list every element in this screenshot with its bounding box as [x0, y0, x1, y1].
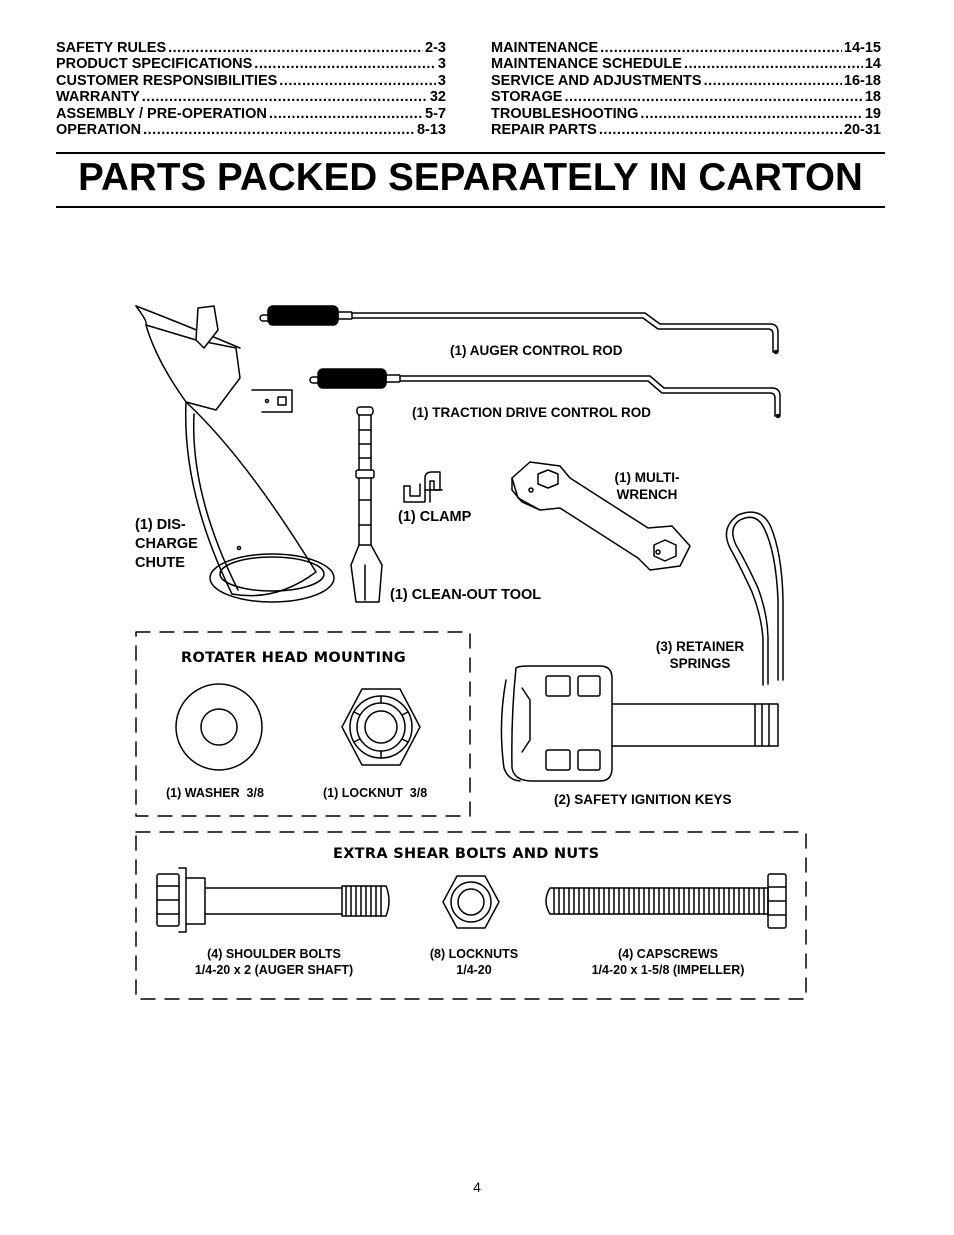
heading-bottom-rule [56, 206, 885, 208]
toc-entry: WARRANTY 32 [56, 89, 446, 105]
toc-title: TROUBLESHOOTING [491, 105, 639, 122]
toc-entry: TROUBLESHOOTING 19 [491, 106, 881, 122]
toc-page: 18 [864, 89, 881, 106]
label-line: CHARGE [135, 536, 198, 552]
toc-entry: CUSTOMER RESPONSIBILITIES 3 [56, 73, 446, 89]
washer-drawing [175, 683, 263, 771]
heading-top-rule [56, 152, 885, 154]
toc-entry: SERVICE AND ADJUSTMENTS 16-18 [491, 73, 881, 89]
rotater-heading: ROTATER HEAD MOUNTING [181, 650, 406, 666]
label-line: SPRINGS [669, 656, 731, 671]
capscrews-label: (4) CAPSCREWS 1/4-20 x 1-5/8 (IMPELLER) [572, 947, 764, 978]
capscrew-drawing [545, 873, 787, 929]
clamp-label: (1) CLAMP [398, 509, 472, 525]
toc-title: REPAIR PARTS [491, 122, 597, 139]
label-line: 1/4-20 x 1-5/8 (IMPELLER) [591, 962, 745, 977]
traction-rod-label: (1) TRACTION DRIVE CONTROL ROD [412, 405, 651, 420]
label-line: (1) MULTI- [614, 470, 680, 485]
auger-rod-label: (1) AUGER CONTROL ROD [450, 343, 623, 358]
multi-wrench-drawing [511, 461, 691, 571]
discharge-chute-label: (1) DIS- CHARGE CHUTE [135, 516, 198, 573]
toc-entry: STORAGE 18 [491, 89, 881, 105]
label-line: (4) SHOULDER BOLTS [207, 947, 341, 961]
toc-entry: OPERATION 8-13 [56, 122, 446, 138]
shear-heading: EXTRA SHEAR BOLTS AND NUTS [333, 846, 600, 862]
locknut-small-drawing [442, 875, 500, 929]
page-heading: PARTS PACKED SEPARATELY IN CARTON [78, 156, 863, 199]
toc-title: PRODUCT SPECIFICATIONS [56, 56, 253, 73]
rotater-mounting-box [135, 631, 471, 817]
toc-entry: ASSEMBLY / PRE-OPERATION 5-7 [56, 106, 446, 122]
toc-title: MAINTENANCE [491, 40, 599, 56]
multi-wrench-label: (1) MULTI- WRENCH [598, 469, 696, 503]
toc-entry: PRODUCT SPECIFICATIONS 3 [56, 56, 446, 72]
locknut-label: (1) LOCKNUT 3/8 [323, 786, 428, 800]
toc-title: SERVICE AND ADJUSTMENTS [491, 72, 702, 89]
label-line: (4) CAPSCREWS [617, 947, 718, 961]
toc-page: 20-31 [843, 122, 881, 139]
locknut-large-drawing [341, 688, 421, 766]
toc-page: 16-18 [843, 72, 881, 89]
toc-title: STORAGE [491, 89, 563, 106]
toc-page: 14 [864, 56, 881, 73]
toc-entry: SAFETY RULES 2-3 [56, 40, 446, 56]
toc-entry: MAINTENANCE 14-15 [491, 40, 881, 56]
label-line: 1/4-20 [456, 962, 492, 977]
page-number: 4 [473, 1179, 481, 1195]
label-line: CHUTE [135, 555, 185, 571]
toc-page: 3 [437, 56, 446, 73]
toc-page: 8-13 [416, 122, 446, 139]
shear-bolts-box [135, 831, 807, 1000]
retainer-spring-drawing [725, 511, 784, 686]
ignition-key-drawing [500, 665, 779, 782]
washer-label: (1) WASHER 3/8 [166, 786, 264, 800]
label-line: (3) RETAINER [655, 639, 745, 654]
toc-title: MAINTENANCE SCHEDULE [491, 56, 682, 73]
locknuts-label: (8) LOCKNUTS 1/4-20 [410, 947, 538, 978]
toc-page: 32 [429, 89, 446, 106]
auger-control-rod-drawing [259, 305, 779, 355]
toc-entry: REPAIR PARTS 20-31 [491, 122, 881, 138]
retainer-springs-label: (3) RETAINER SPRINGS [648, 638, 752, 672]
toc-title: SAFETY RULES [56, 40, 167, 56]
label-line: (1) DIS- [135, 517, 186, 533]
label-line: (8) LOCKNUTS [429, 947, 519, 961]
clean-out-tool-label: (1) CLEAN-OUT TOOL [390, 587, 542, 603]
toc-page: 3 [437, 72, 446, 89]
toc-page: 14-15 [843, 40, 881, 56]
toc-left-column: SAFETY RULES2-3 PRODUCT SPECIFICATIONS3 … [56, 40, 446, 138]
toc-page: 2-3 [425, 40, 446, 56]
clamp-drawing [403, 471, 443, 503]
toc-right-column: MAINTENANCE14-15 MAINTENANCE SCHEDULE14 … [491, 40, 881, 138]
shoulder-bolt-drawing [156, 867, 390, 933]
toc-title: CUSTOMER RESPONSIBILITIES [56, 72, 278, 89]
toc-page: 19 [864, 105, 881, 122]
toc-title: ASSEMBLY / PRE-OPERATION [56, 105, 267, 122]
label-line: WRENCH [616, 487, 678, 502]
ignition-keys-label: (2) SAFETY IGNITION KEYS [554, 792, 732, 807]
toc-title: WARRANTY [56, 89, 140, 106]
shoulder-bolts-label: (4) SHOULDER BOLTS 1/4-20 x 2 (AUGER SHA… [170, 947, 378, 978]
label-line: 1/4-20 x 2 (AUGER SHAFT) [194, 962, 354, 977]
toc-entry: MAINTENANCE SCHEDULE 14 [491, 56, 881, 72]
clean-out-tool-drawing [350, 406, 383, 603]
toc-title: OPERATION [56, 122, 142, 139]
discharge-chute-drawing [135, 305, 335, 603]
traction-control-rod-drawing [309, 368, 781, 419]
toc-page: 5-7 [425, 105, 446, 122]
